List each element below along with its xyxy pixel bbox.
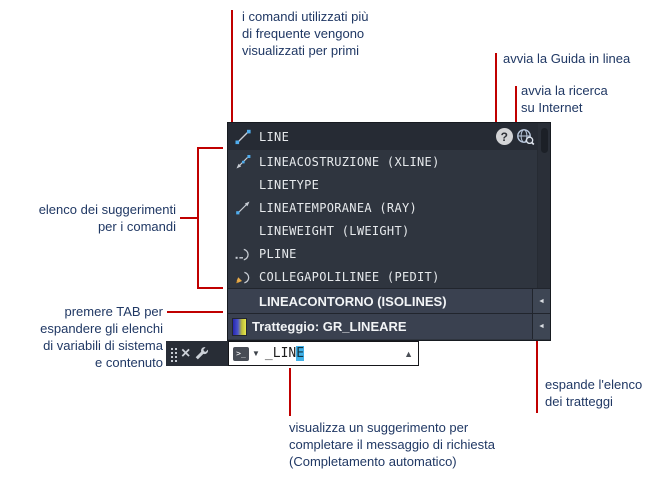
annotation-expand-hatch: espande l'elenco dei tratteggi [545,377,643,409]
pointer-line-autocomplete [289,368,291,416]
drag-grip-handle[interactable] [169,345,177,362]
pline-icon [234,246,251,262]
suggestion-row-lineweight[interactable]: LINEWEIGHT (LWEIGHT) [228,219,550,242]
suggestion-row-xline[interactable]: LINEACOSTRUZIONE (XLINE) [228,150,550,173]
suggestion-label: LINEWEIGHT (LWEIGHT) [259,223,410,238]
pedit-icon [234,269,251,285]
pointer-line-press-tab [167,311,223,313]
pointer-connector-suggestion-list [180,217,199,219]
command-suggestion-popup: LINE ? [227,122,551,341]
annotation-autocomplete: visualizza un suggerimento per completar… [289,420,495,469]
suggestion-label: COLLEGAPOLILINEE (PEDIT) [259,269,440,284]
command-bar: × [166,341,228,366]
annotation-online-help: avvia la Guida in linea [503,51,631,66]
expand-isolines-button[interactable]: ◄ [532,289,550,313]
popup-scrollbar-track[interactable] [537,123,550,288]
annotation-suggestion-list: elenco dei suggerimenti per i comandi [38,202,176,234]
suggestion-row-ray[interactable]: LINEATEMPORANEA (RAY) [228,196,550,219]
autocomplete-suggestion-text: E [296,346,305,361]
expand-hatch-button[interactable]: ◄ [532,314,550,339]
annotation-frequent-commands: i comandi utilizzati più di frequente ve… [242,9,369,58]
pointer-bracket-suggestion-list [197,147,199,289]
suggestion-label: LINEACOSTRUZIONE (XLINE) [259,154,440,169]
category-label: Tratteggio: GR_LINEARE [252,319,407,334]
gradient-swatch-icon [232,317,247,336]
suggestion-label: LINEATEMPORANEA (RAY) [259,200,418,215]
ray-icon [234,200,251,216]
expand-history-icon[interactable]: ▲ [404,348,413,359]
command-prompt-icon: >_ [233,346,249,361]
pointer-line-expand-hatch [536,333,538,413]
web-search-icon[interactable] [516,128,536,146]
suggestion-label: PLINE [259,246,297,261]
category-row-isolines[interactable]: LINEACONTORNO (ISOLINES) ◄ [228,288,550,313]
recent-commands-dropdown-icon[interactable]: ▼ [252,349,260,358]
popup-scrollbar-thumb[interactable] [541,128,548,153]
pointer-line-internet-search [515,86,517,123]
suggestion-row-line[interactable]: LINE ? [228,123,550,150]
suggestion-row-pedit[interactable]: COLLEGAPOLILINEE (PEDIT) [228,265,550,288]
suggestion-label: LINE [259,129,290,144]
xline-icon [234,154,251,170]
suggestion-row-linetype[interactable]: LINETYPE [228,173,550,196]
pointer-line-frequent-commands [231,10,233,122]
suggestion-row-pline[interactable]: PLINE [228,242,550,265]
close-icon[interactable]: × [181,344,191,362]
pointer-bracket-bottom-tick [199,287,223,289]
pointer-bracket-top-tick [199,147,223,149]
annotation-internet-search: avvia la ricerca su Internet [521,83,608,115]
wrench-icon[interactable] [194,346,209,361]
category-label: LINEACONTORNO (ISOLINES) [259,293,447,309]
category-row-hatch[interactable]: Tratteggio: GR_LINEARE ◄ [228,313,550,339]
pointer-line-online-help [495,53,497,123]
command-input-field[interactable]: >_ ▼ _LIN E ▲ [228,341,419,366]
line-icon [234,129,251,145]
suggestion-list: LINE ? [228,123,550,288]
annotation-press-tab: premere TAB per espandere gli elenchi di… [40,304,163,370]
typed-command-text: _LIN [264,346,297,361]
suggestion-label: LINETYPE [259,177,320,192]
help-icon[interactable]: ? [496,128,513,145]
